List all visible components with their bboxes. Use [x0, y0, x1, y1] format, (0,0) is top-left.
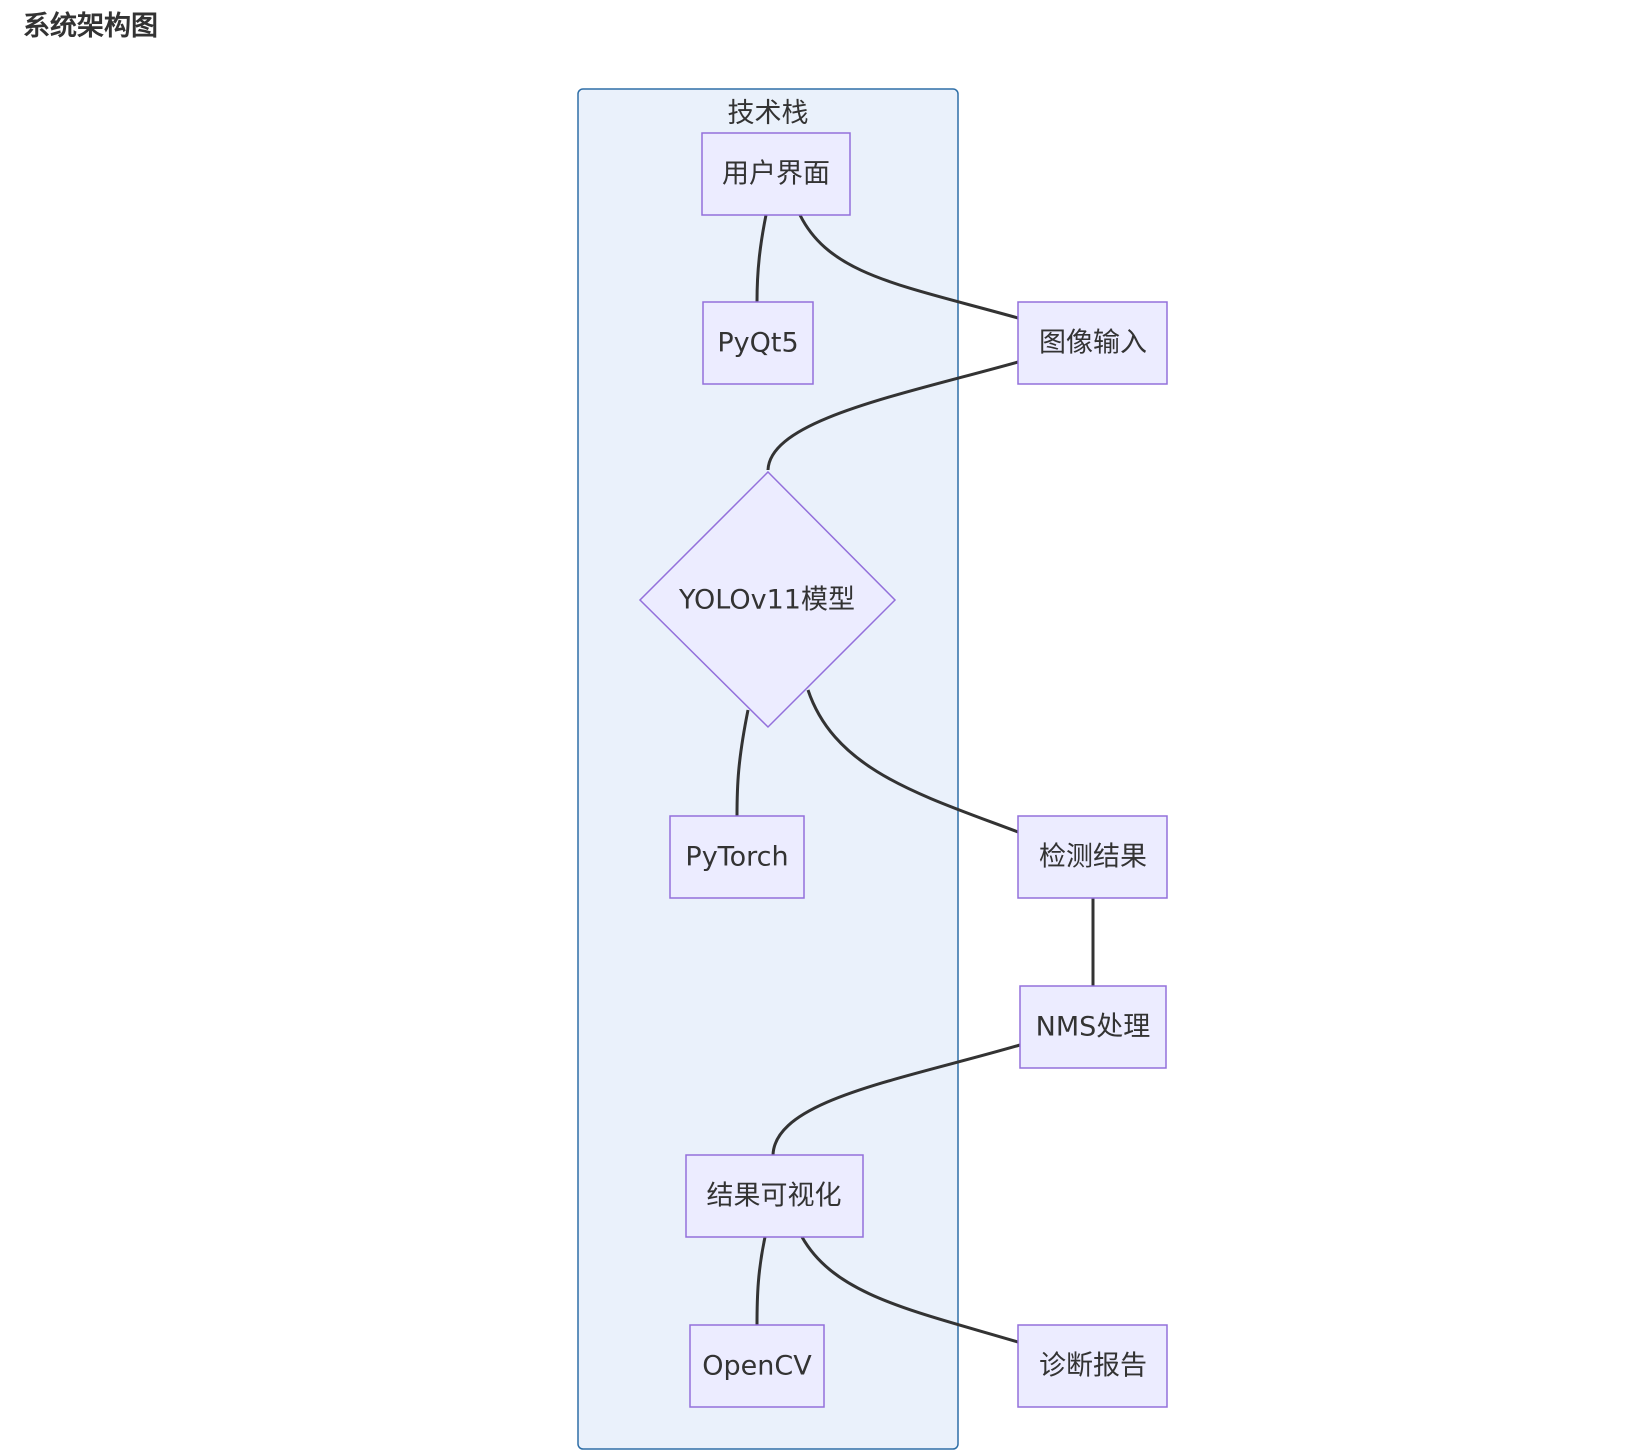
node-input-box [1017, 301, 1168, 385]
node-ui[interactable]: 用户界面 [701, 132, 851, 216]
node-opencv-label: OpenCV [702, 1351, 812, 1382]
node-nms-box [1019, 985, 1167, 1069]
node-report[interactable]: 诊断报告 [1017, 1324, 1168, 1408]
node-opencv-box [689, 1324, 825, 1408]
edge-ui-input [798, 214, 1019, 320]
node-input-label: 图像输入 [1039, 328, 1147, 359]
cluster-tech-stack-box [577, 88, 959, 1450]
edge-yolo-pytorch [735, 709, 750, 817]
node-nms-label: NMS处理 [1036, 1012, 1151, 1043]
edge-visual-report [800, 1236, 1019, 1344]
node-yolo-diamond [638, 470, 897, 729]
edge-yolo-detect [806, 689, 1019, 834]
node-report-box [1017, 1324, 1168, 1408]
node-report-label: 诊断报告 [1039, 1351, 1147, 1382]
node-pyqt-box [702, 301, 814, 385]
node-visual-label: 结果可视化 [707, 1181, 842, 1212]
edge-ui-pyqt [755, 214, 768, 303]
node-ui-label: 用户界面 [722, 159, 830, 190]
edges [735, 214, 1095, 1344]
node-input[interactable]: 图像输入 [1017, 301, 1168, 385]
node-pytorch-box [669, 815, 805, 899]
node-ui-box [701, 132, 851, 216]
node-pytorch-label: PyTorch [685, 842, 788, 873]
node-detect-box [1017, 815, 1168, 899]
edge-nms-visual [771, 1043, 1021, 1156]
cluster-tech-stack: 技术栈 [577, 88, 959, 1450]
edge-input-yolo [766, 360, 1019, 471]
cluster-tech-stack-label: 技术栈 [728, 98, 809, 129]
node-visual-box [685, 1154, 864, 1238]
node-nms[interactable]: NMS处理 [1019, 985, 1167, 1069]
node-opencv[interactable]: OpenCV [689, 1324, 825, 1408]
node-detect[interactable]: 检测结果 [1017, 815, 1168, 899]
node-pytorch[interactable]: PyTorch [669, 815, 805, 899]
node-yolo-label: YOLOv11模型 [678, 585, 855, 616]
node-detect-label: 检测结果 [1039, 842, 1147, 873]
node-visual[interactable]: 结果可视化 [685, 1154, 864, 1238]
node-pyqt[interactable]: PyQt5 [702, 301, 814, 385]
node-pyqt-label: PyQt5 [717, 328, 798, 359]
page-title: 系统架构图 [23, 11, 158, 42]
node-yolo[interactable]: YOLOv11模型 [638, 470, 897, 729]
edge-visual-opencv [755, 1236, 767, 1326]
